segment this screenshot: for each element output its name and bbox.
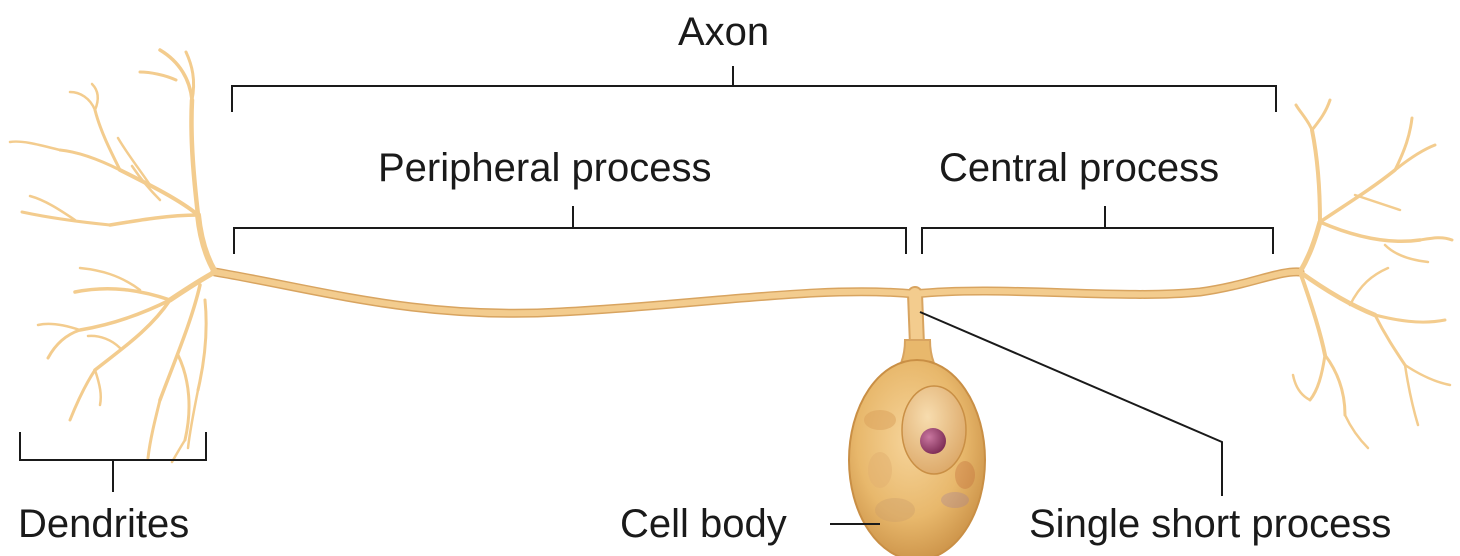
- dendrites-bracket: [20, 432, 206, 460]
- cell-body-speckle: [875, 498, 915, 522]
- cell-body-speckle: [868, 452, 892, 488]
- cell-body-speckle: [941, 492, 969, 508]
- nucleolus: [920, 428, 946, 454]
- cell-body-speckle: [864, 410, 896, 430]
- peripheral-bracket: [234, 228, 906, 254]
- central-process-label: Central process: [939, 148, 1219, 188]
- peripheral-process-label: Peripheral process: [378, 148, 712, 188]
- dendrites-label: Dendrites: [18, 504, 189, 544]
- central-bracket: [922, 228, 1273, 254]
- neuron-fibres: [10, 50, 1452, 462]
- single-short-process-fibre: [915, 294, 917, 345]
- neuron-fibres-edge: [215, 272, 1300, 345]
- axon-label: Axon: [678, 12, 769, 52]
- cell-body-label: Cell body: [620, 504, 787, 544]
- cell-body-speckle: [955, 461, 975, 489]
- single-short-process-label: Single short process: [1029, 504, 1391, 544]
- axon-bracket: [232, 86, 1276, 112]
